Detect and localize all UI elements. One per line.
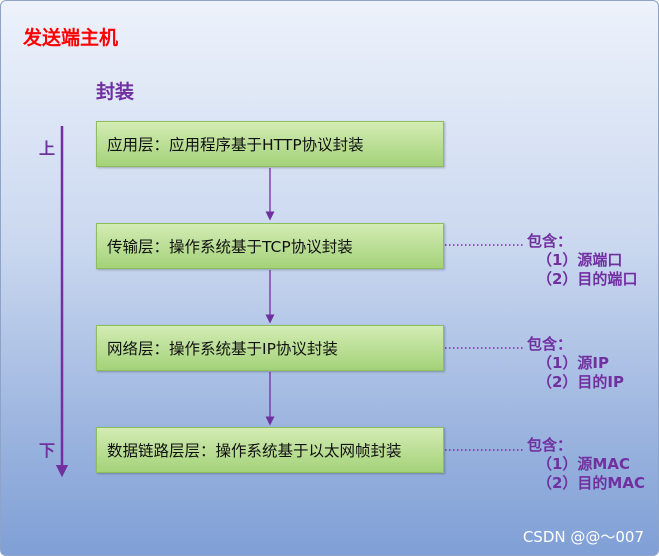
- layer-label: 网络层：操作系统基于IP协议封装: [107, 340, 338, 358]
- note-item: （2）目的IP: [537, 373, 625, 391]
- note-item: （1）源IP: [537, 354, 610, 372]
- layer-box-application: 应用层：应用程序基于HTTP协议封装: [96, 121, 444, 167]
- note-head: 包含：: [527, 335, 573, 353]
- note-item: （2）目的端口: [537, 270, 638, 288]
- diagram-title: 发送端主机: [23, 27, 119, 49]
- note-transport: 包含： （1）源端口 （2）目的端口: [527, 232, 637, 289]
- note-item: （2）目的MAC: [537, 474, 645, 492]
- note-datalink: 包含： （1）源MAC （2）目的MAC: [527, 436, 645, 493]
- note-head: 包含：: [527, 436, 573, 454]
- layer-label: 应用层：应用程序基于HTTP协议封装: [107, 136, 364, 154]
- direction-bottom-label: 下: [39, 441, 56, 460]
- watermark: CSDN @@～007: [522, 528, 644, 546]
- direction-top-label: 上: [39, 139, 56, 158]
- layer-box-transport: 传输层：操作系统基于TCP协议封装: [96, 223, 444, 269]
- layer-label: 传输层：操作系统基于TCP协议封装: [107, 238, 353, 256]
- note-head: 包含：: [527, 232, 573, 250]
- diagram-subtitle: 封装: [96, 81, 135, 103]
- layer-label: 数据链路层层：操作系统基于以太网帧封装: [107, 442, 402, 460]
- note-network: 包含： （1）源IP （2）目的IP: [527, 335, 624, 392]
- note-item: （1）源端口: [537, 251, 623, 269]
- layer-box-network: 网络层：操作系统基于IP协议封装: [96, 325, 444, 371]
- note-item: （1）源MAC: [537, 455, 630, 473]
- layer-box-datalink: 数据链路层层：操作系统基于以太网帧封装: [96, 427, 444, 473]
